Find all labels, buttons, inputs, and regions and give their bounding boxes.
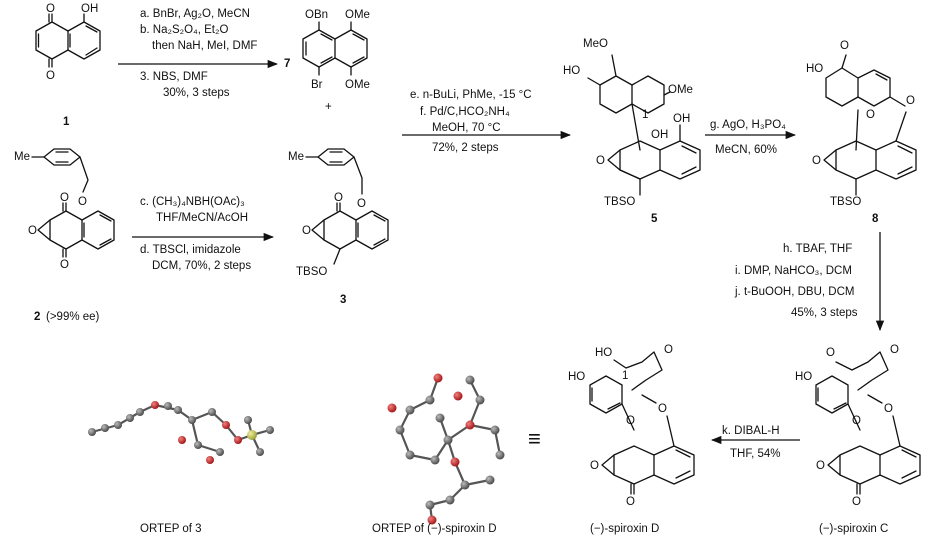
spiroxin-c-label: (−)-spiroxin C — [819, 523, 888, 535]
oxygen-atom: O — [866, 109, 875, 121]
benzyloxy-label: OBn — [305, 9, 328, 21]
reagent-e: e. n-BuLi, PhMe, -15 °C — [410, 89, 532, 101]
oxygen-atom: O — [46, 3, 55, 15]
compound-1-label: 1 — [63, 116, 70, 128]
epoxide-oxygen: O — [812, 155, 821, 167]
tbso-label: TBSO — [296, 266, 327, 278]
reagent-j: j. t-BuOOH, DBU, DCM — [734, 286, 854, 298]
epoxide-oxygen: O — [596, 155, 605, 167]
hydroxyl-label: HO — [568, 371, 585, 383]
reagent-c: c. (CH₃)₄NBH(OAc)₃ — [140, 196, 245, 208]
carbon-1-label: 1 — [622, 370, 628, 382]
reagent-k: k. DIBAL-H — [722, 425, 780, 437]
spiroxin-c-structure: O O HO O O O O — [795, 344, 921, 508]
ortep-spiroxin-d-caption: ORTEP of (−)-spiroxin D — [372, 523, 497, 535]
oxygen-atom: O — [658, 403, 667, 415]
hydroxyl-label: OH — [81, 3, 98, 15]
oxygen-atom: O — [78, 196, 87, 208]
reagent-g-cont: MeCN, 60% — [715, 144, 777, 156]
ortep-spiroxin-d-image — [387, 373, 505, 525]
compound-8-label: 8 — [872, 213, 879, 225]
epoxide-oxygen: O — [816, 460, 825, 472]
compound-7-structure: OBn OMe Br OMe — [302, 9, 370, 91]
reagent-d-cont: DCM, 70%, 2 steps — [152, 260, 251, 272]
compound-2-label: 2 — [34, 311, 40, 323]
methyl-label: Me — [14, 151, 30, 163]
carbonyl-oxygen: O — [626, 496, 635, 508]
compound-3-structure: Me O O O TBSO — [288, 148, 389, 278]
hydroxyl-label: HO — [806, 63, 823, 75]
oxygen-atom: O — [334, 192, 343, 204]
carbon-1-label: 1 — [642, 109, 648, 121]
reagent-f-cont: MeOH, 70 °C — [432, 122, 501, 134]
oxygen-atom: O — [46, 70, 55, 82]
spiroxin-d-label: (−)-spiroxin D — [590, 523, 659, 535]
bromo-label: Br — [311, 79, 323, 91]
equivalence-symbol: ≡ — [528, 426, 541, 451]
reagent-d: d. TBSCl, imidazole — [140, 244, 241, 256]
compound-1-structure: O O OH — [35, 3, 101, 82]
oxygen-atom: O — [60, 192, 69, 204]
yield-1: 30%, 3 steps — [163, 87, 230, 99]
compound-5-label: 5 — [651, 213, 658, 225]
reagent-b-cont: then NaH, MeI, DMF — [152, 40, 257, 52]
methoxy-label: OMe — [668, 84, 693, 96]
compound-5-structure: MeO HO OMe OH OH O TBSO 1 — [563, 38, 701, 208]
compound-8-structure: O HO O O O TBSO — [806, 40, 917, 208]
carbonyl-oxygen: O — [826, 347, 835, 359]
ortep-3-image — [88, 401, 274, 464]
reagent-i: i. DMP, NaHCO₃, DCM — [735, 265, 852, 277]
methoxy-label: MeO — [583, 38, 608, 50]
methoxy-label: OMe — [345, 79, 370, 91]
hydroxyl-label: HO — [795, 371, 812, 383]
reagent-b: b. Na₂S₂O₄, Et₂O — [140, 24, 228, 36]
carbonyl-oxygen: O — [852, 496, 861, 508]
epoxide-oxygen: O — [890, 344, 899, 356]
hydroxyl-label: HO — [563, 65, 580, 77]
oxygen-atom: O — [906, 95, 915, 107]
epoxide-oxygen: O — [302, 225, 311, 237]
oxygen-atom: O — [852, 415, 861, 427]
oxygen-atom: O — [60, 259, 69, 271]
carbonyl-oxygen: O — [840, 40, 849, 52]
hydroxyl-label: HO — [595, 347, 612, 359]
yield-3: 72%, 2 steps — [432, 142, 499, 154]
tbso-label: TBSO — [830, 196, 861, 208]
methyl-label: Me — [288, 151, 304, 163]
epoxide-oxygen: O — [28, 225, 37, 237]
hydroxyl-label: OH — [673, 113, 690, 125]
compound-3-label: 3 — [340, 294, 346, 306]
reagent-f: f. Pd/C,HCO₂NH₄ — [420, 106, 510, 118]
plus-sign: + — [325, 101, 332, 113]
reagent-3: 3. NBS, DMF — [140, 71, 208, 83]
compound-2-structure: Me O O O O — [14, 148, 115, 271]
reagent-k-cont: THF, 54% — [730, 448, 781, 460]
reagent-h: h. TBAF, THF — [783, 243, 852, 255]
reagent-g: g. AgO, H₃PO₄ — [710, 119, 786, 131]
methoxy-label: OMe — [345, 9, 370, 21]
spiroxin-d-structure: HO O HO 1 O O O O — [568, 344, 695, 508]
tbso-label: TBSO — [604, 196, 635, 208]
ortep-3-caption: ORTEP of 3 — [140, 523, 202, 535]
oxygen-atom: O — [357, 198, 366, 210]
oxygen-atom: O — [884, 403, 893, 415]
compound-2-ee: (>99% ee) — [46, 311, 100, 323]
epoxide-oxygen: O — [590, 460, 599, 472]
compound-7-label: 7 — [284, 58, 290, 70]
oxygen-atom: O — [626, 415, 635, 427]
reagent-a: a. BnBr, Ag₂O, MeCN — [140, 8, 250, 20]
yield-5: 45%, 3 steps — [791, 307, 858, 319]
hydroxyl-label: OH — [651, 129, 668, 141]
reagent-c-cont: THF/MeCN/AcOH — [156, 212, 248, 224]
epoxide-oxygen: O — [664, 344, 673, 356]
